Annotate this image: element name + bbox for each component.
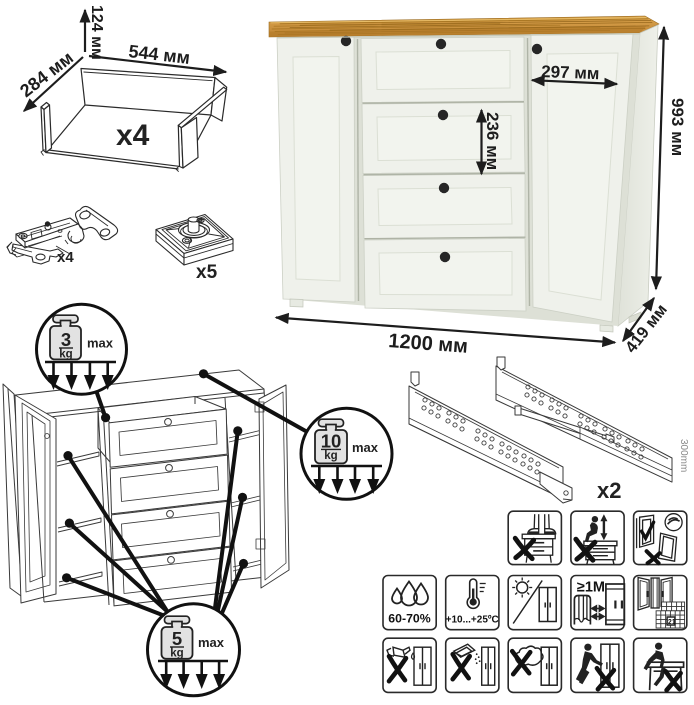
- svg-text:max: max: [87, 336, 114, 351]
- svg-text:1200 мм: 1200 мм: [388, 330, 469, 358]
- svg-text:284 мм: 284 мм: [16, 47, 77, 101]
- svg-text:kg: kg: [170, 648, 183, 660]
- svg-text:236 мм: 236 мм: [483, 112, 502, 170]
- svg-text:60-70%: 60-70%: [388, 612, 430, 626]
- svg-text:x4: x4: [57, 249, 74, 266]
- svg-text:300mm: 300mm: [678, 439, 689, 472]
- svg-text:544 мм: 544 мм: [128, 41, 192, 68]
- svg-text:124 мм: 124 мм: [88, 5, 105, 60]
- svg-text:3: 3: [61, 329, 71, 350]
- svg-text:≥1М: ≥1М: [577, 580, 605, 596]
- svg-text:kg: kg: [59, 349, 72, 361]
- svg-text:993 мм: 993 мм: [668, 98, 687, 156]
- svg-text:max: max: [198, 635, 225, 650]
- svg-text:5: 5: [172, 628, 182, 649]
- svg-text:10: 10: [321, 431, 342, 452]
- svg-text:x2: x2: [597, 478, 621, 503]
- svg-text:max: max: [352, 440, 379, 455]
- svg-text:x5: x5: [196, 262, 218, 283]
- svg-text:kg: kg: [324, 450, 337, 462]
- svg-text:+10...+25ºC: +10...+25ºC: [446, 615, 499, 626]
- svg-text:21: 21: [668, 619, 676, 626]
- svg-text:x4: x4: [116, 119, 150, 152]
- svg-text:297 мм: 297 мм: [541, 62, 600, 83]
